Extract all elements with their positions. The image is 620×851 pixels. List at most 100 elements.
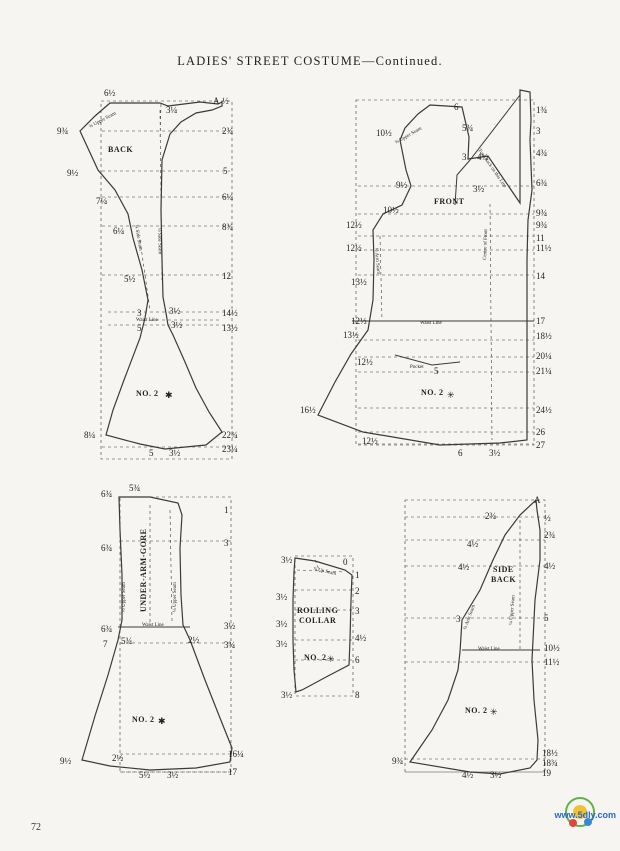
underarm-measure: 6¾ — [101, 624, 113, 634]
front-measure: 5 — [434, 366, 439, 376]
back-pattern — [79, 100, 233, 460]
back-measure: 7¼ — [96, 196, 108, 206]
sideback-label-1: SIDE — [493, 565, 514, 574]
front-lapel-line — [454, 94, 521, 206]
sideback-measure: 4½ — [458, 562, 470, 572]
back-measure: 3½ — [169, 448, 181, 458]
collar-seam-note: ⅞ Up Seam — [313, 567, 337, 577]
front-measure: 5¾ — [462, 123, 474, 133]
back-measure: A — [213, 96, 220, 106]
underarm-measure: 7 — [103, 639, 108, 649]
collar-star-icon: ✳ — [327, 654, 335, 664]
underarm-measure: 3¾ — [224, 640, 236, 650]
front-measure: 12½ — [346, 220, 362, 230]
front-pattern — [317, 89, 535, 446]
sideback-measure: 3½ — [490, 770, 502, 780]
underarm-measure: 3½ — [224, 621, 236, 631]
front-measure: 12½ — [362, 436, 378, 446]
back-measure: 5 — [137, 323, 142, 333]
back-construction-frame — [100, 100, 233, 460]
underarm-measure: 16¼ — [228, 749, 244, 759]
collar-outline — [292, 557, 353, 693]
front-measure: 10½ — [376, 128, 392, 138]
sideback-pattern — [404, 498, 546, 775]
sideback-seam-note-2: ¼ Upper Seam — [509, 595, 517, 625]
sideback-guide-lines — [405, 516, 545, 773]
sideback-measure: 9¾ — [392, 756, 404, 766]
front-star-icon: ✳ — [447, 390, 455, 400]
front-measure: 9¾ — [536, 208, 548, 218]
front-guide-lines — [358, 185, 534, 445]
back-measure: 22¾ — [222, 430, 238, 440]
back-seam-note-1: ½ Side Seam — [156, 228, 162, 255]
front-measure: 24½ — [536, 405, 552, 415]
underarm-outline — [81, 496, 233, 771]
back-measure: 2¾ — [222, 126, 234, 136]
underarm-measure: 17 — [228, 767, 238, 777]
underarm-measure: 9½ — [60, 756, 72, 766]
front-measure: 26 — [536, 427, 546, 437]
front-centre-note: Centre of Front — [483, 228, 489, 260]
back-waist-note: Waist Line — [136, 318, 158, 323]
front-pocket-line — [394, 354, 461, 366]
underarm-measure: 5¾ — [121, 636, 133, 646]
watermark-text: www.5dly.com — [554, 810, 616, 820]
front-measure: 10½ — [383, 205, 399, 215]
sideback-measure: 4½ — [462, 770, 474, 780]
front-outline — [317, 89, 533, 446]
collar-measure: 3½ — [276, 619, 288, 629]
front-measure: 12½ — [346, 243, 362, 253]
collar-measure: 3½ — [281, 690, 293, 700]
front-measure: 18½ — [536, 331, 552, 341]
front-measure: 9½ — [396, 180, 408, 190]
front-measure: 13½ — [351, 277, 367, 287]
collar-measure: 0 — [343, 557, 348, 567]
underarm-waist-note: Waist Line — [142, 623, 164, 628]
sideback-measure: 18½ — [542, 748, 558, 758]
back-measure: 6¼ — [222, 192, 234, 202]
underarm-measure: 2½ — [188, 635, 200, 645]
front-measure: 6 — [458, 448, 463, 458]
front-measure: 3½ — [489, 448, 501, 458]
collar-construction-frame — [294, 555, 354, 697]
collar-pattern — [292, 555, 354, 697]
underarm-seam-note-2: ¼ Upper Seam — [173, 582, 178, 612]
front-measure: 4¾ — [536, 148, 548, 158]
back-measure: 5½ — [124, 274, 136, 284]
sideback-measure: 5 — [544, 613, 549, 623]
collar-measure: 8 — [355, 690, 360, 700]
collar-measure: 3 — [355, 606, 360, 616]
front-measure: 20¼ — [536, 351, 552, 361]
front-waist-note: Waist Line — [420, 321, 442, 326]
front-measure: 14 — [536, 271, 546, 281]
sideback-number: NO. 2 — [465, 706, 488, 715]
underarm-measure: 5¾ — [129, 483, 141, 493]
front-number: NO. 2 — [421, 388, 444, 397]
back-measure: 6¼ — [113, 226, 125, 236]
sideback-measure: 18¾ — [542, 758, 558, 768]
back-measure: 5 — [223, 166, 228, 176]
underarm-measure: 3 — [224, 538, 229, 548]
back-measure: 23¼ — [222, 444, 238, 454]
back-measure: 9¾ — [57, 126, 69, 136]
front-measure: 13½ — [343, 330, 359, 340]
front-measure: 11½ — [536, 243, 552, 253]
back-guide-lines — [102, 103, 230, 448]
sideback-measure: A — [534, 495, 541, 505]
back-measure: 6½ — [104, 88, 116, 98]
sideback-seam-note-1: ¾ Arm Seam — [463, 604, 477, 630]
back-measure: 3¼ — [166, 105, 178, 115]
back-measure: 14½ — [222, 308, 238, 318]
front-measure: 4½ — [477, 152, 489, 162]
sideback-star-icon: ✳ — [490, 707, 498, 717]
underarm-guide-lines — [120, 505, 231, 773]
collar-measure: 3½ — [276, 639, 288, 649]
underarm-number: NO. 2 — [132, 715, 155, 724]
back-star-icon: ✱ — [165, 390, 173, 400]
back-measure: 8¼ — [84, 430, 96, 440]
collar-measure: 3½ — [276, 592, 288, 602]
sideback-measure: 2¾ — [485, 511, 497, 521]
underarm-pattern — [81, 496, 233, 773]
